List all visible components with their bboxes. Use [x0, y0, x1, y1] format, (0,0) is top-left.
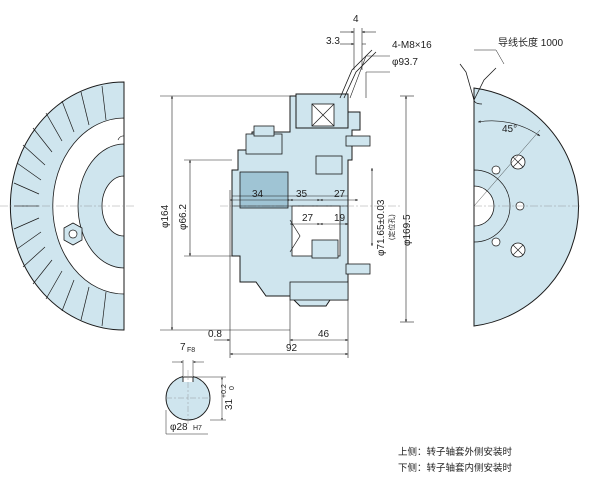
dim-27-top: 27 [334, 189, 346, 200]
dimension-lines [160, 28, 414, 358]
dim-bolt: 4-M8×16 [392, 40, 432, 51]
dim-d93-7: φ93.7 [392, 57, 418, 68]
right-view [459, 49, 580, 327]
dim-d164: φ164 [160, 204, 171, 228]
dim-key-7-tol: F8 [187, 347, 195, 354]
dim-92: 92 [286, 343, 298, 354]
dim-bore: φ28 [170, 422, 188, 433]
dim-46: 46 [318, 329, 330, 340]
bolt-icon [245, 125, 371, 275]
dim-19: 19 [334, 213, 346, 224]
keyway-detail [165, 360, 226, 435]
dim-d66-2: φ66.2 [178, 204, 189, 230]
cooling-ribs [13, 84, 125, 328]
dim-4: 4 [353, 14, 359, 25]
dim-0-8: 0.8 [208, 329, 222, 340]
dim-key-31-tol-upper: +0.2 [221, 384, 228, 398]
left-view [0, 81, 135, 331]
dim-d71-65: φ71.65±0.03 [376, 199, 387, 256]
dim-d169-5: φ169.5 [402, 214, 413, 246]
note-lower: 下侧：转子轴套内侧安装时 [398, 463, 513, 474]
note-upper: 上侧：转子轴套外侧安装时 [398, 447, 513, 458]
dim-3-3: 3.3 [326, 36, 340, 47]
dim-angle: 45° [502, 124, 517, 135]
dim-key-31-tol-lower: 0 [229, 386, 236, 390]
dim-34: 34 [252, 189, 264, 200]
dim-wire-length: 导线长度 1000 [498, 36, 563, 49]
dim-27-bottom: 27 [302, 213, 314, 224]
dim-key-7: 7 [180, 342, 186, 353]
dim-35: 35 [296, 189, 308, 200]
hex-nut-icon [63, 222, 83, 246]
dim-d71-65-note: (定位孔) [387, 214, 396, 240]
center-view [220, 49, 400, 307]
dim-key-31: 31 [224, 398, 235, 410]
dimension-labels: 4 3.3 4-M8×16 φ93.7 导线长度 1000 45° φ164 φ… [160, 14, 563, 433]
dim-bore-tol: H7 [193, 425, 202, 432]
